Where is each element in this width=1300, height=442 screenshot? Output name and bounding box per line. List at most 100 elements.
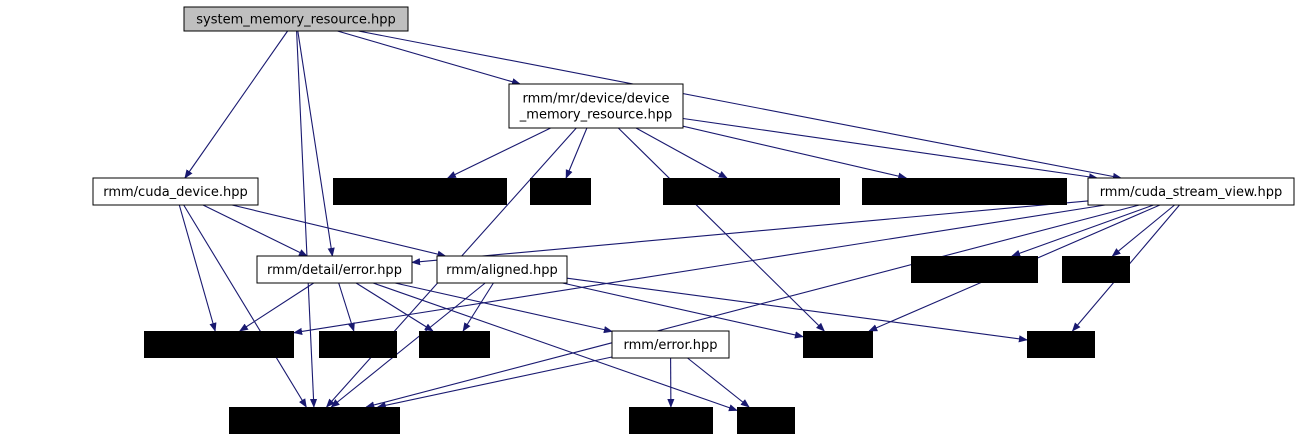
node-box (611, 330, 730, 359)
edge-deterr-to-rmmerr (394, 282, 613, 334)
edge-line (330, 282, 486, 408)
edge-line (376, 356, 613, 409)
edge-devmr-to-cudamr (446, 127, 551, 179)
node-box (319, 331, 397, 358)
node-label: atomic (1074, 263, 1118, 278)
edge-line (562, 282, 804, 339)
edge-cudadev-to-aligned (231, 204, 447, 258)
edge-deterr-to-string (372, 282, 738, 412)
node-label: rmm/detail/aligned.hpp (675, 185, 828, 200)
edge-deterr-to-cassert (355, 282, 434, 332)
edge-line (297, 30, 335, 257)
node-streamref: cuda/stream_ref (911, 256, 1038, 283)
node-cstddef: cstddef (803, 331, 873, 358)
edge-deterr-to-cudart (239, 282, 314, 332)
edge-devmr-to-utility (565, 127, 588, 179)
node-aligned[interactable]: rmm/aligned.hpp (436, 255, 568, 284)
edge-line (394, 282, 613, 334)
node-label: cassert (431, 338, 478, 353)
node-box (436, 255, 568, 284)
node-label: rmm/cuda_stream_view.hpp (1100, 185, 1283, 200)
edge-devmr-to-cstddef (617, 127, 825, 332)
nodes-layer: system_memory_resource.hpp rmm/mr/device/… (92, 6, 1295, 434)
edge-line (365, 204, 1140, 409)
node-csv[interactable]: rmm/cuda_stream_view.hpp (1087, 177, 1295, 206)
edge-root-to-deterr (297, 30, 335, 257)
node-box (530, 178, 591, 205)
edge-line (687, 357, 750, 408)
edge-line (462, 282, 494, 332)
node-string: string (737, 407, 795, 434)
node-box (663, 178, 840, 205)
node-box (256, 255, 413, 284)
node-box (1062, 256, 1130, 283)
edge-line (372, 282, 738, 412)
edge-deterr-to-iostream (338, 282, 355, 332)
node-atomic: atomic (1062, 256, 1130, 283)
node-box (229, 407, 400, 434)
node-detaligned: rmm/detail/aligned.hpp (663, 178, 840, 205)
edge-cudadev-to-cudart (178, 204, 217, 332)
node-box (508, 83, 684, 129)
node-label: stdexcept (639, 414, 703, 429)
node-label: cuda/memory_resource (343, 185, 496, 200)
edge-rmmerr-to-export (376, 356, 613, 409)
edge-line (337, 30, 521, 86)
edge-csv-to-cudart (293, 204, 1106, 335)
node-rmmerr[interactable]: rmm/error.hpp (611, 330, 730, 359)
node-label: cstdint (1039, 338, 1083, 353)
node-cassert: cassert (419, 331, 490, 358)
edge-line (682, 125, 908, 180)
edge-line (293, 204, 1106, 335)
edges-layer (178, 30, 1180, 412)
edge-line (635, 127, 728, 179)
node-label: rmm/detail/error.hpp (267, 263, 402, 278)
node-cudart: cuda_runtime_api.h (144, 331, 294, 358)
node-box (1027, 331, 1095, 358)
edge-csv-to-export (365, 204, 1140, 409)
node-cudamr: cuda/memory_resource (333, 178, 507, 205)
node-label: cstddef (814, 338, 863, 353)
edge-line (1111, 204, 1175, 257)
edge-rmmerr-to-string (687, 357, 750, 408)
node-devmr[interactable]: rmm/mr/device/device_memory_resource.hpp (508, 83, 684, 129)
node-label: cuda/stream_ref (922, 263, 1028, 278)
edge-aligned-to-export (330, 282, 486, 408)
node-label: system_memory_resource.hpp (196, 13, 395, 28)
node-utility: utility (530, 178, 591, 205)
edge-line (617, 127, 825, 332)
node-label: cuda_runtime_api.h (155, 338, 283, 353)
edge-root-to-cudadev (184, 30, 289, 179)
edge-line (1011, 204, 1154, 257)
edge-cudadev-to-deterr (202, 204, 308, 257)
edge-aligned-to-cstdint (566, 277, 1028, 343)
node-deterr[interactable]: rmm/detail/error.hpp (256, 255, 413, 284)
edge-line (355, 282, 434, 332)
edge-line (231, 204, 447, 258)
node-box (629, 407, 713, 434)
node-label: utility (542, 185, 579, 200)
edge-root-to-export (296, 30, 318, 408)
node-box (183, 6, 409, 32)
node-label: rmm/cuda_device.hpp (103, 185, 248, 200)
node-box (333, 178, 507, 205)
edge-devmr-to-detaligned (635, 127, 728, 179)
node-iostream: iostream (319, 331, 397, 358)
edge-line (178, 204, 217, 332)
edge-line (202, 204, 308, 257)
edge-line (183, 204, 307, 408)
edge-line (296, 30, 318, 408)
edge-line (239, 282, 314, 332)
edge-line (566, 277, 1028, 343)
node-box (1087, 177, 1295, 206)
node-label: rmm/detail/nvtx/ranges.hpp (873, 185, 1055, 200)
node-label: rmm/error.hpp (624, 338, 718, 353)
node-cudadev[interactable]: rmm/cuda_device.hpp (92, 177, 259, 206)
edge-devmr-to-csv (682, 117, 1098, 181)
edge-csv-to-streamref (1011, 204, 1154, 257)
edge-line (411, 200, 1089, 266)
edge-csv-to-atomic (1111, 204, 1175, 257)
edge-line (446, 127, 551, 179)
edge-csv-to-deterr (411, 200, 1089, 266)
